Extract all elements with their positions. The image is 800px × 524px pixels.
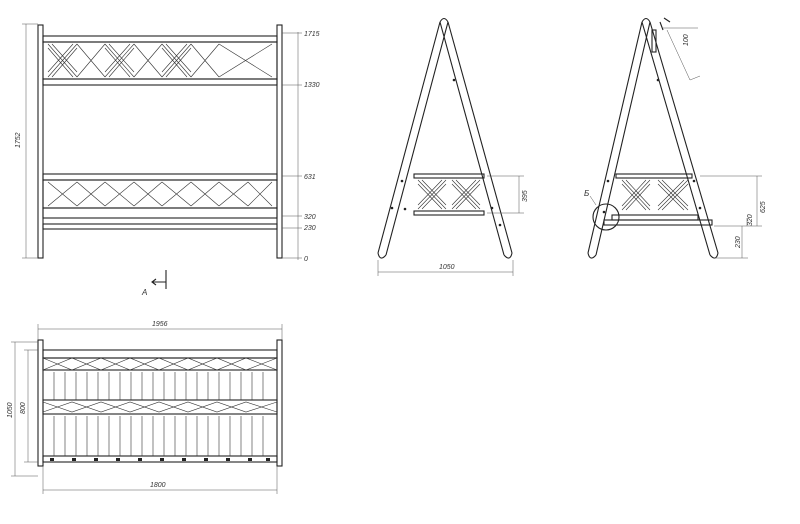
lower-panel-top-rail <box>42 173 278 181</box>
a-panel-top-rail <box>413 173 485 179</box>
b-detail-circle <box>592 203 620 231</box>
b-detail-mark: Б <box>584 189 589 198</box>
upper-panel-bottom-rail <box>42 78 278 86</box>
height-label-631: 631 <box>304 174 316 181</box>
side-view-b: Б 100 625 320 230 <box>584 17 767 259</box>
lower-panel-bottom-rail <box>42 207 278 219</box>
plan-bottom-rail <box>42 455 278 463</box>
upper-panel-lattice <box>47 43 273 78</box>
b-detail-leader <box>589 195 597 206</box>
lower-panel-lattice <box>47 181 273 207</box>
b-seat-board <box>603 219 713 226</box>
side-view-a: 1050 395 <box>377 17 529 276</box>
plan-lattice-pattern <box>42 357 278 413</box>
a-dimension-lines <box>377 175 524 276</box>
front-view: 1715 1330 631 320 230 0 1752 A <box>15 23 320 297</box>
plan-inner-depth-label: 800 <box>20 402 27 414</box>
plan-view: 1956 1800 1050 800 <box>7 321 283 494</box>
front-left-post <box>37 24 44 259</box>
overall-height-label: 1752 <box>15 132 22 148</box>
plan-upper-lattice-band <box>42 357 278 371</box>
plan-right-post <box>276 339 283 467</box>
b-frame-legs <box>587 17 719 259</box>
front-height-dimension-lines <box>22 23 302 260</box>
a-bolt-holes <box>390 78 502 227</box>
plan-middle-lattice-band <box>42 399 278 415</box>
height-label-320: 320 <box>304 214 316 221</box>
upper-panel-frame <box>42 41 278 80</box>
height-label-0: 0 <box>304 256 308 263</box>
b-panel-top-rail <box>615 173 693 179</box>
section-arrow <box>151 270 167 289</box>
height-label-1330: 1330 <box>304 82 320 89</box>
a-width-label: 1050 <box>439 264 455 271</box>
plan-fasteners <box>50 458 270 461</box>
b-seat-top-label: 320 <box>747 214 754 226</box>
plan-outer-depth-label: 1050 <box>7 402 14 418</box>
b-top-bracket <box>651 29 657 53</box>
a-frame-legs <box>377 17 513 259</box>
section-mark-a: A <box>141 288 147 297</box>
a-panel-lattice <box>417 179 481 210</box>
b-top-label: 100 <box>683 34 690 46</box>
b-dimension-lines <box>663 27 762 259</box>
plan-top-rail <box>42 349 278 359</box>
a-panel-height-label: 395 <box>522 190 529 202</box>
seat-edge <box>42 223 278 230</box>
plan-left-post <box>37 339 44 467</box>
b-seat-rail <box>611 214 699 221</box>
height-label-1715: 1715 <box>304 31 320 38</box>
b-panel-height-label: 625 <box>760 201 767 213</box>
plan-outer-width-label: 1956 <box>152 321 168 328</box>
b-bolt-holes <box>602 78 702 214</box>
height-label-230: 230 <box>303 225 316 232</box>
front-right-post <box>276 24 283 259</box>
plan-slats <box>53 372 264 456</box>
a-panel-bottom-rail <box>413 210 485 216</box>
plan-inner-width-label: 1800 <box>150 482 166 489</box>
plan-dimension-lines <box>11 324 283 494</box>
b-panel-lattice <box>621 179 689 211</box>
b-seat-label: 230 <box>735 236 742 249</box>
upper-panel-top-rail <box>42 35 278 43</box>
lower-panel-frame <box>42 179 278 209</box>
